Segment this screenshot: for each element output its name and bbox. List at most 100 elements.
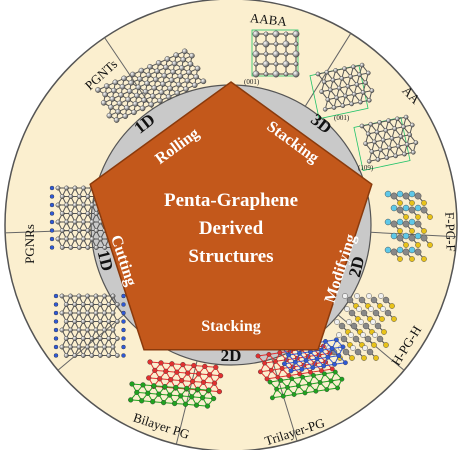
- atom: [390, 220, 398, 228]
- atom: [339, 376, 345, 382]
- atom: [102, 327, 107, 333]
- atom: [389, 135, 395, 141]
- atom: [321, 371, 327, 377]
- atom: [102, 293, 107, 299]
- atom: [194, 65, 201, 72]
- aa-structure: [309, 62, 419, 171]
- atom: [173, 52, 179, 58]
- atom: [89, 202, 95, 208]
- atom: [286, 373, 292, 378]
- atom: [390, 204, 398, 212]
- atom: [297, 371, 303, 377]
- structure-illustrations: [49, 29, 433, 409]
- atom: [383, 128, 389, 133]
- atom: [72, 302, 78, 307]
- atom: [255, 353, 261, 359]
- atom: [295, 383, 301, 389]
- atom: [207, 372, 213, 378]
- atom: [151, 85, 158, 91]
- atom: [257, 369, 263, 375]
- atom: [157, 376, 163, 382]
- atom: [349, 101, 354, 107]
- atom: [189, 52, 195, 59]
- atom: [121, 293, 126, 299]
- atom: [293, 41, 299, 47]
- atom: [354, 82, 360, 87]
- atom: [329, 346, 335, 351]
- atom: [191, 362, 197, 369]
- atom: [181, 48, 188, 55]
- atom: [358, 319, 364, 325]
- atom: [64, 219, 69, 225]
- atom: [169, 361, 175, 367]
- atom: [85, 211, 91, 216]
- atom: [116, 100, 123, 107]
- atom: [53, 327, 59, 333]
- atom: [415, 242, 421, 248]
- atom: [401, 124, 406, 130]
- atom: [314, 356, 320, 362]
- atom: [352, 335, 360, 343]
- atom: [121, 310, 126, 316]
- atom: [300, 374, 305, 380]
- atom: [409, 228, 415, 234]
- atom: [53, 344, 59, 350]
- atom: [380, 137, 386, 143]
- atom: [106, 353, 112, 358]
- atom: [129, 71, 136, 78]
- atom: [302, 390, 308, 396]
- atom: [384, 246, 392, 254]
- atom: [427, 242, 433, 248]
- atom: [408, 234, 416, 242]
- atom: [402, 192, 410, 200]
- atom: [161, 400, 167, 406]
- atom: [328, 87, 333, 93]
- atom: [303, 358, 309, 363]
- atom: [390, 248, 398, 256]
- atom: [134, 92, 140, 99]
- atom: [369, 88, 375, 93]
- atom: [97, 302, 103, 307]
- atom: [396, 190, 404, 198]
- atom: [282, 40, 290, 48]
- atom: [421, 256, 427, 262]
- atom: [121, 75, 127, 82]
- atom: [407, 132, 413, 137]
- atom: [183, 86, 189, 92]
- atom: [193, 74, 199, 80]
- atom: [403, 214, 409, 220]
- atom: [59, 245, 65, 250]
- atom: [49, 211, 55, 216]
- atom: [126, 88, 133, 94]
- atom: [362, 322, 370, 330]
- atom: [333, 337, 339, 343]
- atom: [93, 310, 99, 316]
- dimension-1d-cutting: 1D: [94, 248, 117, 273]
- trilayer-pg-structure: [255, 337, 348, 401]
- atom: [340, 335, 348, 343]
- center-title-line-1: Penta-Graphene: [164, 190, 298, 211]
- atom: [171, 60, 178, 67]
- atom: [63, 319, 69, 324]
- atom: [53, 353, 59, 358]
- atom: [370, 296, 378, 304]
- atom: [263, 71, 269, 77]
- atom: [386, 118, 391, 123]
- atom: [157, 97, 163, 104]
- atom: [253, 41, 259, 47]
- atom: [76, 327, 82, 333]
- atom: [102, 310, 107, 316]
- atom: [292, 70, 300, 78]
- atom: [342, 293, 348, 299]
- bilayer-pg-structure: [128, 359, 224, 409]
- atom: [325, 354, 331, 360]
- atom: [187, 61, 194, 67]
- atom: [76, 211, 82, 216]
- atom: [408, 206, 416, 214]
- atom: [283, 51, 289, 57]
- atom: [121, 336, 126, 341]
- atom: [59, 194, 65, 199]
- atom: [350, 345, 356, 351]
- atom: [146, 375, 152, 381]
- atom: [382, 296, 390, 304]
